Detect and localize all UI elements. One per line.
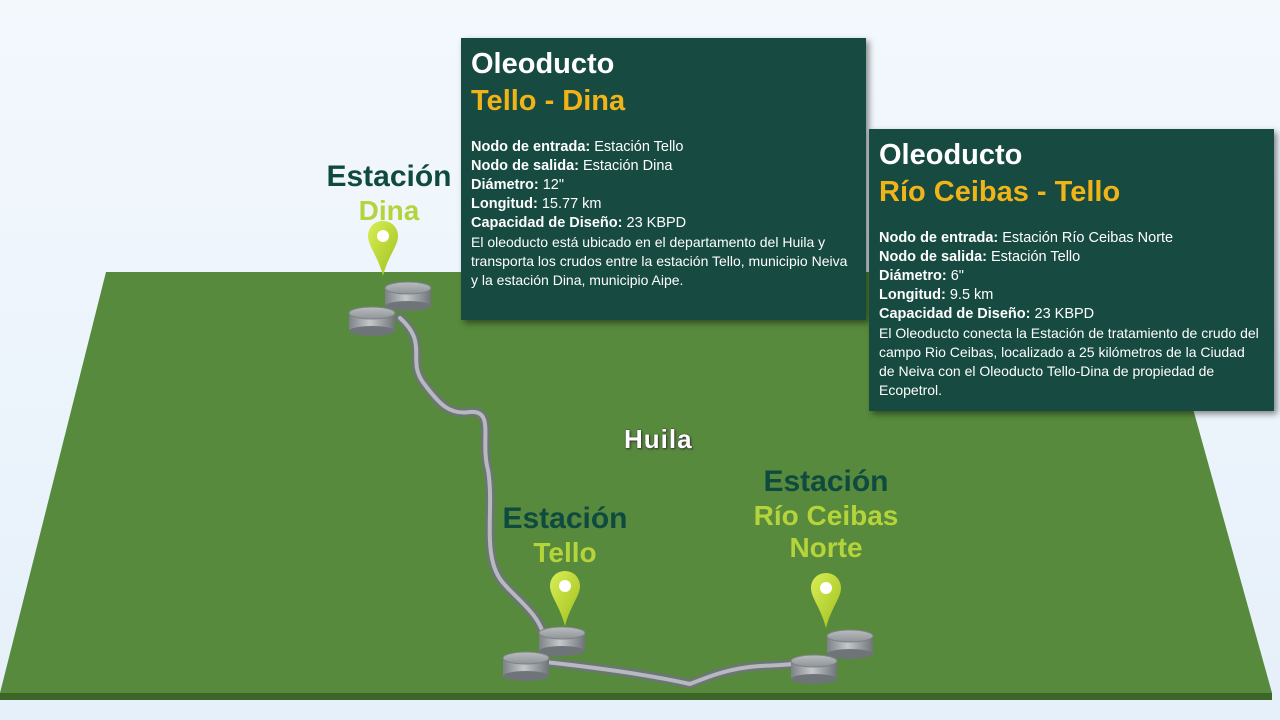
property-row: Nodo de entrada: Estación Río Ceibas Nor… [879,229,1264,248]
station-label-tello: Estación Tello [492,502,638,569]
property-value: Estación Río Ceibas Norte [998,230,1174,246]
station-word: Estación [502,502,628,535]
station-label-rio-ceibas: Estación Río Ceibas Norte [730,465,922,564]
property-label: Longitud: [471,196,538,212]
property-row: Diámetro: 6" [879,267,1264,286]
property-value: 23 KBPD [622,215,687,231]
tank-dina-lower [348,306,396,336]
property-label: Nodo de salida: [471,158,579,174]
card-properties: Nodo de entrada: Estación Tello Nodo de … [471,138,856,290]
property-label: Nodo de entrada: [879,230,999,246]
station-word: Estación [763,465,889,498]
property-value: 15.77 km [537,196,602,212]
property-label: Diámetro: [879,268,947,284]
property-value: Estación Tello [986,249,1081,265]
tank-rio-ceibas-lower [790,654,838,684]
region-label: Huila [624,424,693,454]
card-description: El oleoducto está ubicado en el departam… [471,234,848,288]
tank-rio-ceibas-upper [826,629,874,659]
location-pin-icon-dina [368,221,398,276]
property-row: Diámetro: 12" [471,176,856,195]
property-label: Capacidad de Diseño: [879,306,1031,322]
station-name: Tello [533,536,597,568]
card-properties: Nodo de entrada: Estación Río Ceibas Nor… [879,229,1264,400]
location-pin-icon-rio-ceibas [811,573,841,628]
station-name-line2: Norte [789,531,863,563]
card-title: Oleoducto [879,139,1023,171]
info-card-tello-dina: Oleoducto Tello - Dina Nodo de entrada: … [461,38,866,320]
card-subtitle: Río Ceibas - Tello [879,176,1121,208]
property-row: Capacidad de Diseño: 23 KBPD [879,305,1264,324]
station-label-dina: Estación Dina [316,160,462,227]
property-label: Diámetro: [471,177,539,193]
tank-tello-upper [538,626,586,656]
card-description: El Oleoducto conecta la Estación de trat… [879,325,1259,398]
property-value: 23 KBPD [1030,306,1095,322]
station-word: Estación [326,160,452,193]
station-name: Río Ceibas [753,499,899,531]
location-pin-icon-tello [550,571,580,626]
property-value: Estación Dina [578,158,673,174]
property-value: 6" [946,268,964,284]
property-row: Nodo de salida: Estación Tello [879,248,1264,267]
property-label: Capacidad de Diseño: [471,215,623,231]
info-card-rio-ceibas-tello: Oleoducto Río Ceibas - Tello Nodo de ent… [869,129,1274,411]
tank-tello-lower [502,651,550,681]
property-label: Longitud: [879,287,946,303]
property-row: Longitud: 9.5 km [879,286,1264,305]
station-name: Dina [358,194,420,226]
property-label: Nodo de entrada: [471,139,591,155]
property-row: Nodo de salida: Estación Dina [471,157,856,176]
property-row: Longitud: 15.77 km [471,195,856,214]
property-value: Estación Tello [590,139,684,155]
tank-dina-upper [384,281,432,311]
card-title: Oleoducto [471,48,615,80]
pipeline [395,313,825,689]
property-value: 12" [538,177,564,193]
property-value: 9.5 km [945,287,994,303]
card-subtitle: Tello - Dina [471,85,626,117]
property-row: Capacidad de Diseño: 23 KBPD [471,214,856,233]
property-label: Nodo de salida: [879,249,987,265]
plane-edge [0,693,1272,700]
property-row: Nodo de entrada: Estación Tello [471,138,856,157]
